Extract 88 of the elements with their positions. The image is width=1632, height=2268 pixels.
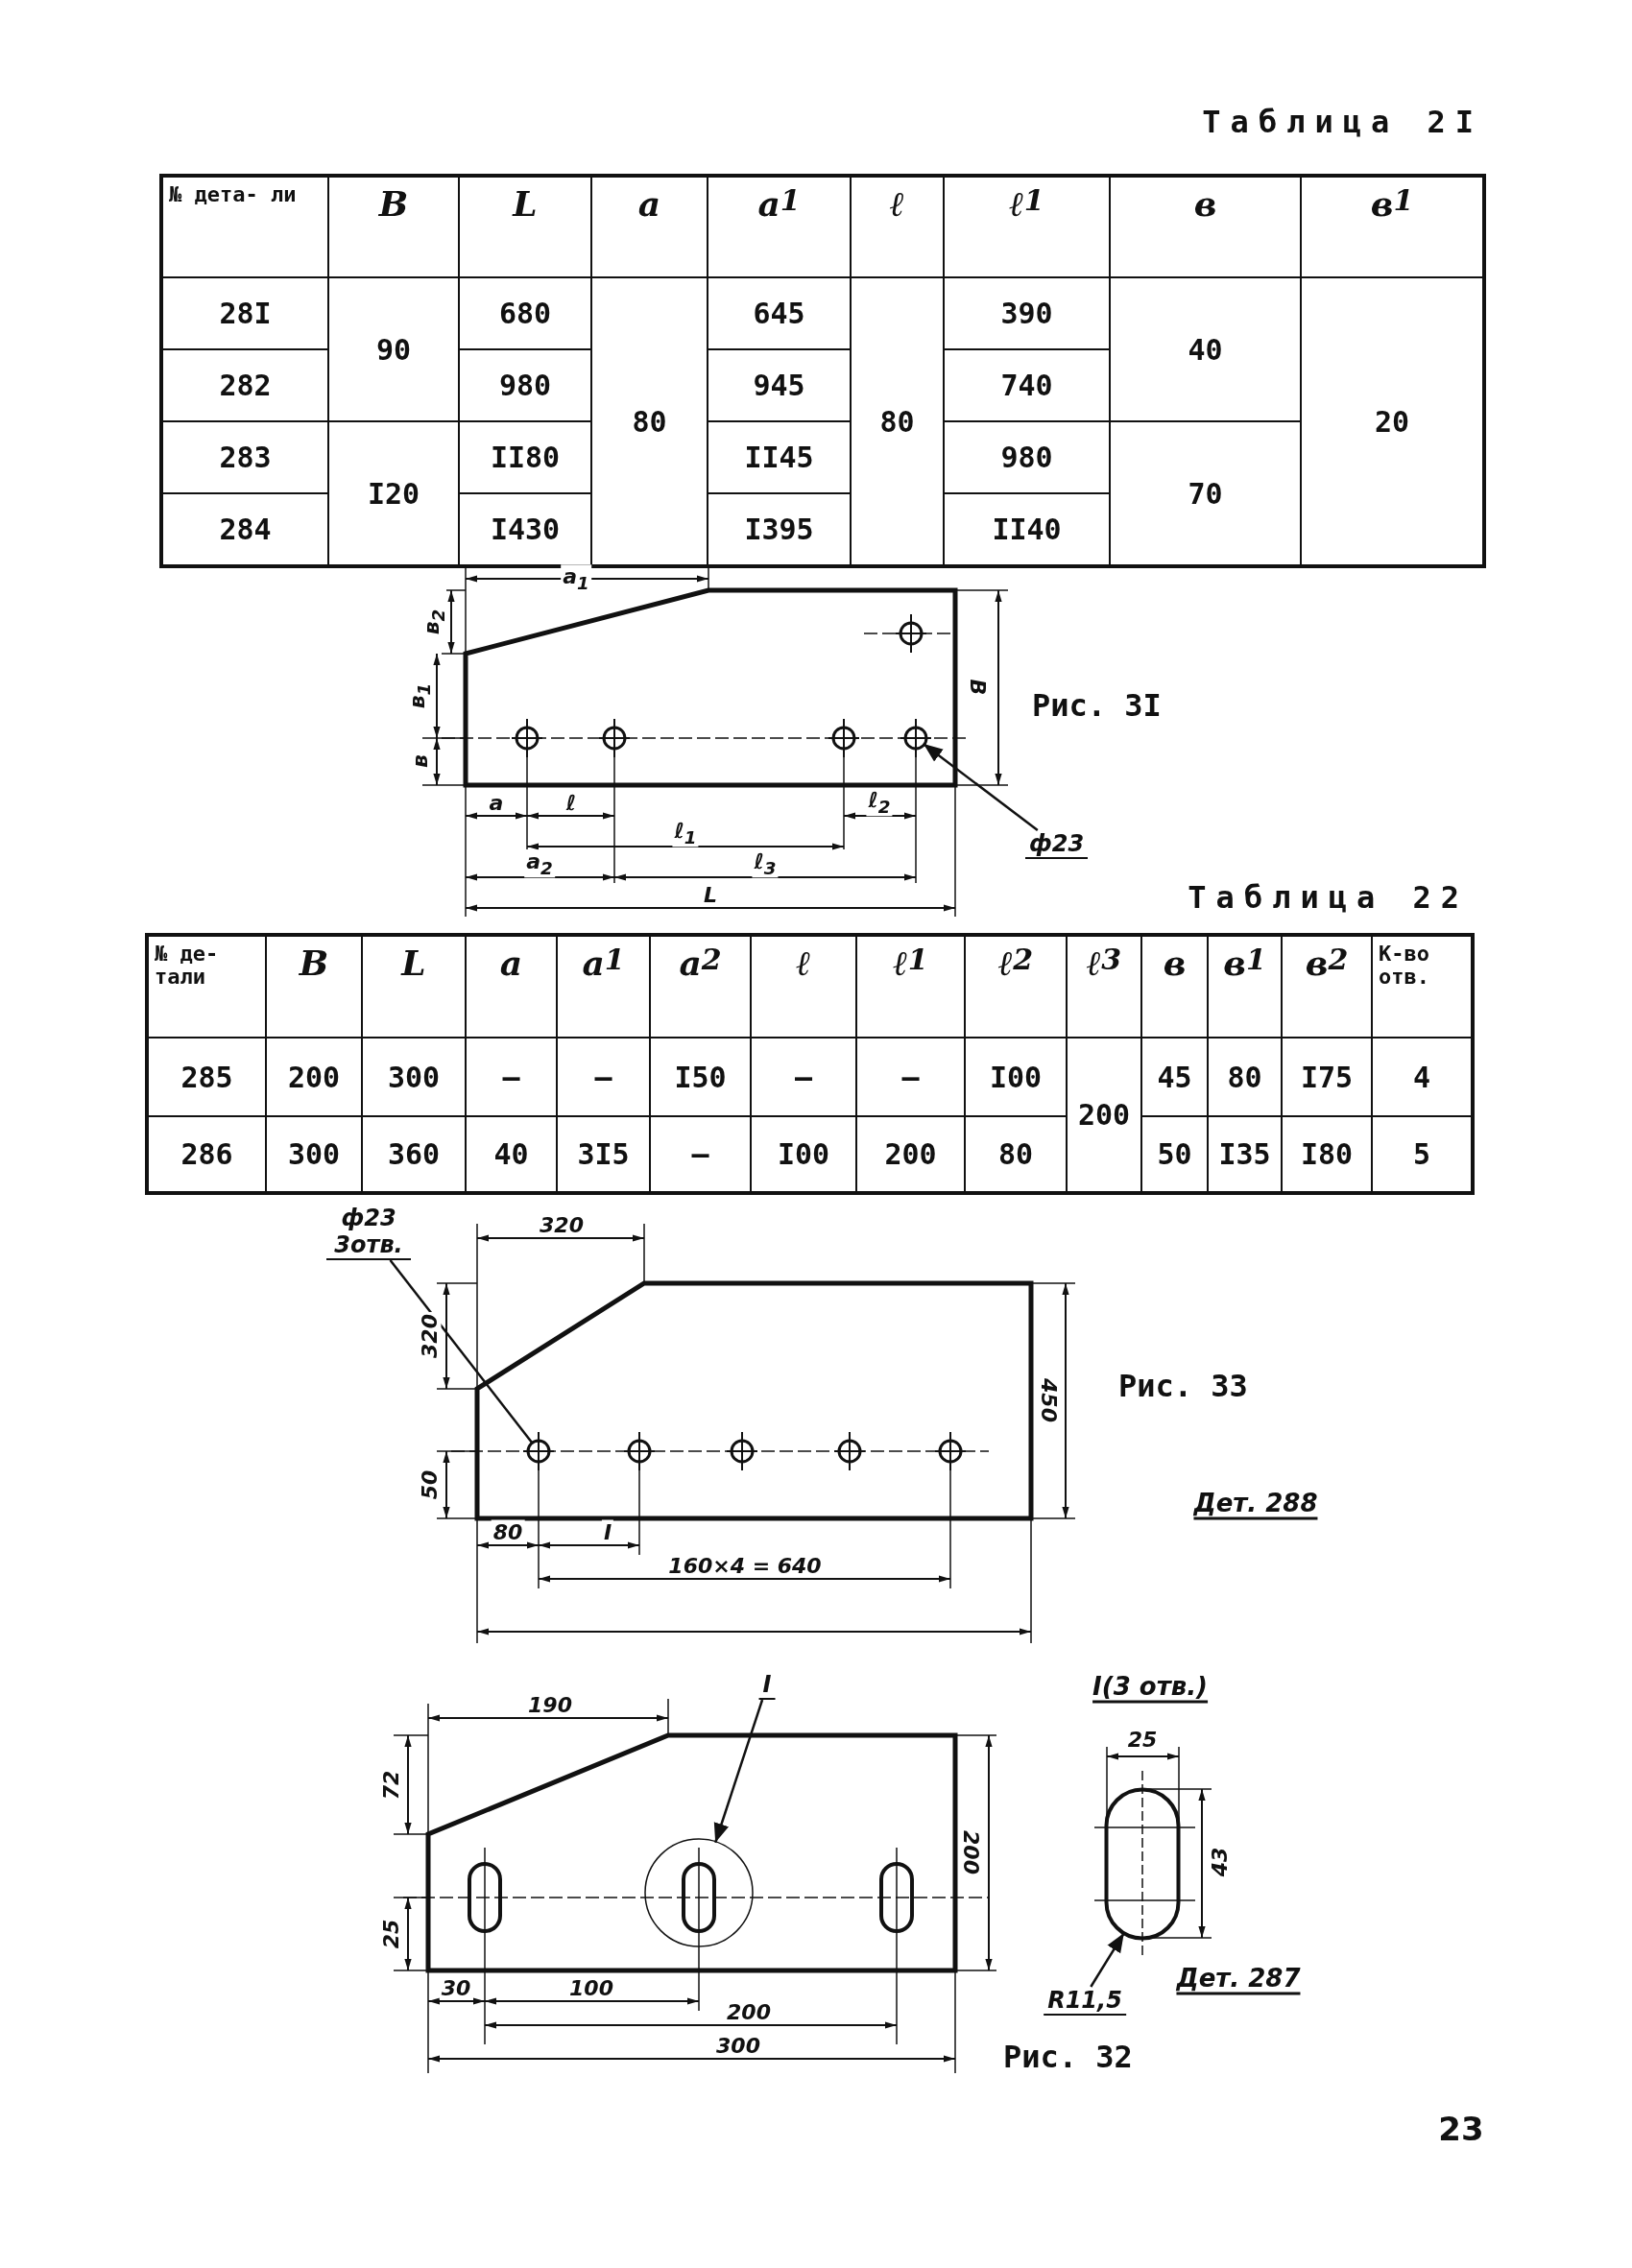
table-cell: 80 <box>591 277 708 565</box>
part-label: I(3 отв.) <box>1092 1671 1208 1704</box>
table-cell: 284 <box>162 493 328 565</box>
leader-line <box>1090 1932 1125 1988</box>
table-cell: 300 <box>362 1038 466 1116</box>
table-cell: 945 <box>708 349 851 421</box>
table-cell: 70 <box>1110 421 1301 565</box>
table-cell: 980 <box>944 421 1110 493</box>
page-number: 23 <box>1438 2110 1484 2148</box>
table-cell: 390 <box>944 277 1110 349</box>
table-title: Таблица 2I <box>1202 104 1483 140</box>
table-cell: 286 <box>148 1116 266 1192</box>
table-cell: 20 <box>1301 277 1483 565</box>
table-cell: 80 <box>1208 1038 1282 1116</box>
table-cell: I00 <box>751 1116 856 1192</box>
table-cell: II40 <box>944 493 1110 565</box>
dimension-label: ℓ$_{3}$ <box>752 849 779 878</box>
hole-outline <box>903 726 928 751</box>
table-cell: 80 <box>851 277 944 565</box>
table-cell: I395 <box>708 493 851 565</box>
header-cell: B <box>266 936 362 1038</box>
header-cell: в <box>1141 936 1208 1038</box>
table-cell: 40 <box>1110 277 1301 421</box>
table-cell: 28I <box>162 277 328 349</box>
table-cell: 740 <box>944 349 1110 421</box>
table-cell: I430 <box>459 493 591 565</box>
table-cell: II80 <box>459 421 591 493</box>
table-cell: 4 <box>1372 1038 1472 1116</box>
leader-line <box>713 1699 764 1844</box>
table-cell: 200 <box>266 1038 362 1116</box>
table-cell: – <box>856 1038 965 1116</box>
table-cell: 645 <box>708 277 851 349</box>
table-cell: I35 <box>1208 1116 1282 1192</box>
table-cell: 90 <box>328 277 459 421</box>
table-cell: – <box>650 1116 751 1192</box>
table-cell: 5 <box>1372 1116 1472 1192</box>
table-cell: 200 <box>856 1116 965 1192</box>
table-cell: 3I5 <box>557 1116 650 1192</box>
header-cell: L <box>362 936 466 1038</box>
table-cell: I75 <box>1282 1038 1372 1116</box>
table-cell: 200 <box>1067 1038 1141 1192</box>
header-cell: № де- тали <box>148 936 266 1038</box>
dimension-label: ℓ$_{2}$ <box>866 788 893 817</box>
table-cell: – <box>751 1038 856 1116</box>
table-cell: I00 <box>965 1038 1067 1116</box>
leader-line <box>389 1259 534 1444</box>
header-cell: в <box>1110 177 1301 277</box>
header-cell: № дета- ли <box>162 177 328 277</box>
header-cell: L <box>459 177 591 277</box>
dimension-label: ℓ$_{1}$ <box>672 819 699 848</box>
table-cell: 285 <box>148 1038 266 1116</box>
figure-caption: Рис. 3I <box>1032 687 1162 724</box>
dimension-label: a$_{2}$ <box>524 849 555 878</box>
table-title: Таблица 22 <box>1188 879 1469 916</box>
table-cell: 300 <box>266 1116 362 1192</box>
part-label: Дет. 287 <box>1176 1963 1301 1995</box>
figure-caption: Рис. 33 <box>1118 1368 1248 1404</box>
leader-label: ф23 3отв. <box>326 1205 411 1260</box>
leader-label: I <box>758 1671 776 1700</box>
part-label: Дет. 288 <box>1193 1488 1318 1520</box>
table-cell: 40 <box>466 1116 557 1192</box>
table-cell: I20 <box>328 421 459 565</box>
leader-label: R11,5 <box>1044 1987 1126 2016</box>
table-cell: – <box>466 1038 557 1116</box>
figure-caption: Рис. 32 <box>1003 2039 1133 2075</box>
table-cell: I80 <box>1282 1116 1372 1192</box>
table-cell: 282 <box>162 349 328 421</box>
table-cell: 283 <box>162 421 328 493</box>
table-cell: – <box>557 1038 650 1116</box>
leader-line <box>923 743 1039 831</box>
header-cell: B <box>328 177 459 277</box>
table-cell: 360 <box>362 1116 466 1192</box>
header-cell: ℓ <box>851 177 944 277</box>
header-cell: a <box>591 177 708 277</box>
table-cell: 50 <box>1141 1116 1208 1192</box>
hole-outline <box>526 1439 551 1464</box>
header-cell: a <box>466 936 557 1038</box>
table-cell: 680 <box>459 277 591 349</box>
table-cell: 80 <box>965 1116 1067 1192</box>
table-cell: II45 <box>708 421 851 493</box>
table-cell: I50 <box>650 1038 751 1116</box>
table-cell: 980 <box>459 349 591 421</box>
table-cell: 45 <box>1141 1038 1208 1116</box>
leader-label: ф23 <box>1025 830 1089 859</box>
header-cell: ℓ <box>751 936 856 1038</box>
slot-outline <box>1104 1787 1181 1941</box>
header-cell: К-во отв. <box>1372 936 1472 1038</box>
hole-outline <box>644 1838 754 1947</box>
